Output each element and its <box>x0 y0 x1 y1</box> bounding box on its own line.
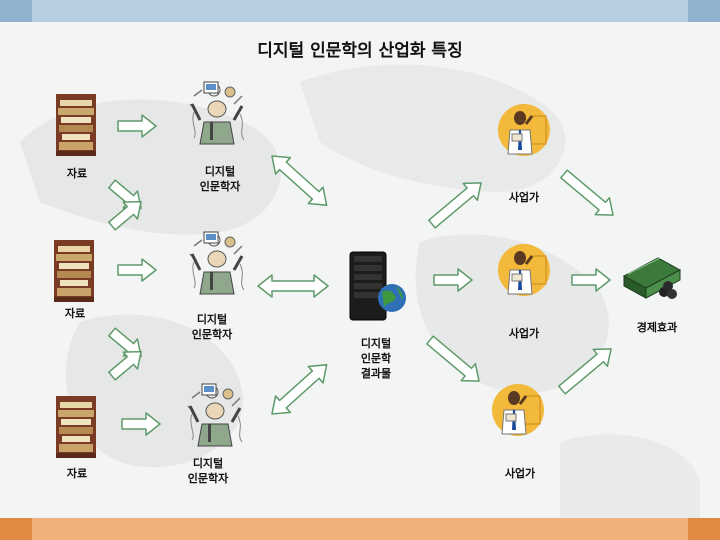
arrow-server-to-entrepreneur <box>422 330 487 391</box>
entrepreneur-icon <box>490 382 546 438</box>
arrow-server-to-entrepreneur <box>433 268 473 292</box>
arrow-entrepreneur-to-economic <box>554 339 619 400</box>
result-label: 디지털 인문학 결과물 <box>360 337 392 380</box>
bottom-accent-bar <box>0 518 720 540</box>
book-stack-icon <box>54 240 94 302</box>
arrow-scholar-server <box>257 274 329 298</box>
material-label: 자료 <box>66 167 88 180</box>
scholar-label: 디지털 인문학자 <box>191 313 233 341</box>
arrow-material-to-scholar <box>121 412 161 436</box>
scholar-label: 디지털 인문학자 <box>199 165 241 193</box>
diagram-title: 디지털 인문학의 산업화 특징 <box>257 41 463 61</box>
scholar-icon <box>188 230 246 296</box>
entrepreneur-icon <box>496 102 552 158</box>
scholar-icon <box>186 382 244 448</box>
arrow-entrepreneur-to-economic <box>556 164 621 225</box>
scholar-icon <box>188 80 246 146</box>
book-stack-icon <box>56 396 96 458</box>
arrow-material-to-scholar <box>117 258 157 282</box>
entrepreneur-label: 사업가 <box>504 467 536 480</box>
entrepreneur-label: 사업가 <box>508 191 540 204</box>
arrow-server-to-entrepreneur <box>424 173 489 234</box>
scholar-label: 디지털 인문학자 <box>187 457 229 485</box>
money-stack-icon <box>622 257 682 299</box>
entrepreneur-label: 사업가 <box>508 327 540 340</box>
server-icon <box>349 251 406 321</box>
material-label: 자료 <box>64 307 86 320</box>
entrepreneur-icon <box>496 242 552 298</box>
arrow-material-to-scholar <box>117 114 157 138</box>
top-accent-bar <box>0 0 720 22</box>
arrow-entrepreneur-to-economic <box>571 268 611 292</box>
economic-effect-label: 경제효과 <box>636 321 678 334</box>
material-label: 자료 <box>66 467 88 480</box>
arrow-scholar-server <box>263 147 335 215</box>
arrow-scholar-server <box>263 355 335 423</box>
book-stack-icon <box>56 94 96 156</box>
